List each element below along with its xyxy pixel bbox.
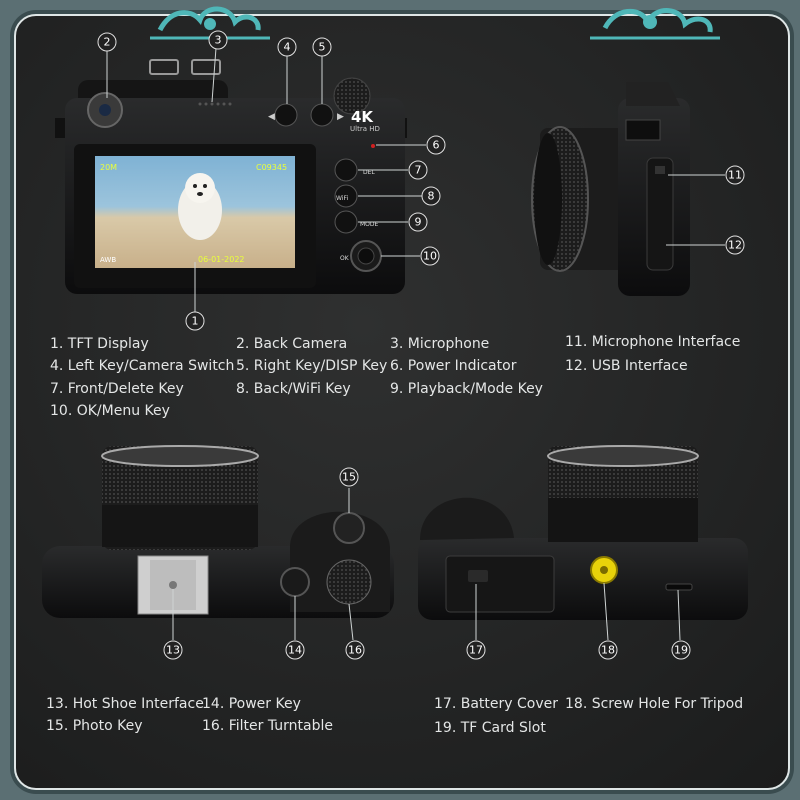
marker-numbers: 1 2 3 4 5 6 7 8 9 10 11 12 13 14 15 16 1… [104,34,743,657]
legend-item-9: 9. Playback/Mode Key [390,381,543,397]
legend-item-18: 18. Screw Hole For Tripod [565,696,744,712]
key-ok-label: OK [340,255,350,262]
callout-markers [97,30,745,660]
legend-item-13: 13. Hot Shoe Interface [46,696,204,712]
marker-4: 4 [284,41,291,54]
legend-item-8: 8. Back/WiFi Key [236,381,351,397]
badge-4k: 4K [351,108,374,126]
camera-side-view [531,82,690,296]
cloud-ornament-right [590,8,720,40]
key-mode-label: MODE [360,221,379,228]
legend-item-2: 2. Back Camera [236,336,348,352]
legend-item-14: 14. Power Key [202,696,301,712]
legend-item-15: 15. Photo Key [46,718,143,734]
badge-ultra-hd: Ultra HD [350,125,380,133]
callout-lines [106,47,725,641]
marker-8: 8 [428,190,435,203]
marker-19: 19 [674,644,688,657]
legend-item-19: 19. TF Card Slot [434,720,546,736]
marker-10: 10 [423,250,437,263]
screen-awb: AWB [100,256,116,264]
marker-15: 15 [342,471,356,484]
marker-17: 17 [469,644,483,657]
legend-item-12: 12. USB Interface [565,358,688,374]
marker-2: 2 [104,36,111,49]
legend-item-16: 16. Filter Turntable [202,718,333,734]
camera-back-view: ◀ ▶ 4K Ultra HD 20M C09345 AWB 06-01-202… [55,59,407,294]
legend-item-17: 17. Battery Cover [434,696,558,712]
marker-7: 7 [415,164,422,177]
screen-date: 06-01-2022 [198,255,245,264]
marker-16: 16 [348,644,362,657]
marker-11: 11 [728,169,742,182]
camera-bottom-view [418,445,748,620]
legend-item-4: 4. Left Key/Camera Switch [50,358,235,374]
svg-text:▶: ▶ [337,112,344,122]
screen-res: 20M [100,163,117,172]
marker-14: 14 [288,644,302,657]
marker-5: 5 [319,41,326,54]
legend-item-1: 1. TFT Display [50,336,149,352]
svg-text:◀: ◀ [268,112,275,122]
camera-top-view [42,445,394,618]
marker-9: 9 [415,216,422,229]
screen-counter: C09345 [256,163,287,172]
marker-12: 12 [728,239,742,252]
legend-item-6: 6. Power Indicator [390,358,517,374]
marker-18: 18 [601,644,615,657]
legend-item-7: 7. Front/Delete Key [50,381,184,397]
legend-item-11: 11. Microphone Interface [565,334,741,350]
marker-3: 3 [215,34,222,47]
marker-6: 6 [433,139,440,152]
key-wifi-label: WiFi [336,195,348,202]
key-del-label: DEL [363,169,375,176]
marker-1: 1 [192,315,199,328]
legend-item-5: 5. Right Key/DISP Key [236,358,388,374]
legend-item-10: 10. OK/Menu Key [50,403,170,419]
marker-13: 13 [166,644,180,657]
legend-item-3: 3. Microphone [390,336,490,352]
